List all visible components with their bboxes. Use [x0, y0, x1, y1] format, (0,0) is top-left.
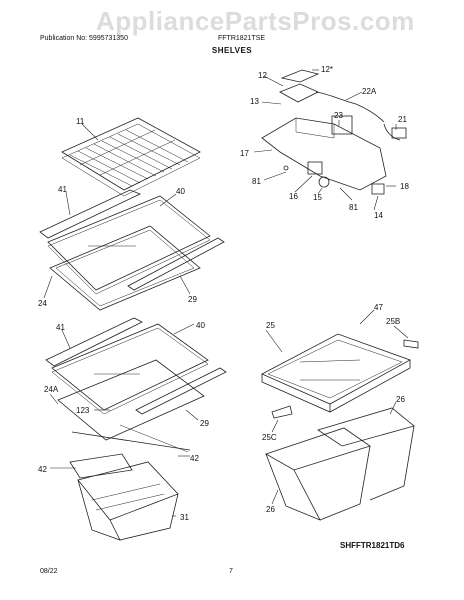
callout-40-a: 40	[176, 187, 185, 196]
footer-date: 08/22	[40, 568, 58, 575]
callout-29-b: 29	[200, 419, 209, 428]
watermark: AppliancePartsPros.com	[96, 6, 415, 36]
callout-47: 47	[374, 303, 383, 312]
callout-21: 21	[398, 115, 407, 124]
callout-25b: 25B	[386, 317, 400, 326]
crisper-drawers-part	[265, 407, 415, 521]
callout-15: 15	[313, 193, 322, 202]
callout-123: 123	[76, 406, 90, 415]
callout-41-a: 41	[58, 185, 67, 194]
callout-81-a: 81	[252, 177, 261, 186]
page-number: 7	[229, 568, 233, 575]
diagram-code: SHFFTR1821TD6	[340, 541, 405, 550]
callout-25: 25	[266, 321, 275, 330]
wire-shelf-part	[61, 117, 201, 197]
control-housing-part	[261, 69, 407, 195]
callout-23: 23	[334, 111, 343, 120]
callout-81-b: 81	[349, 203, 358, 212]
publication-number: Publication No: 5995731350	[40, 35, 128, 42]
callout-13: 13	[250, 97, 259, 106]
callout-42-b: 42	[190, 454, 199, 463]
callout-40-b: 40	[196, 321, 205, 330]
callout-14: 14	[374, 211, 383, 220]
callout-16: 16	[289, 192, 298, 201]
leader-lines	[43, 69, 409, 517]
callout-12: 12	[258, 71, 267, 80]
callout-24: 24	[38, 299, 47, 308]
callout-11: 11	[76, 117, 85, 126]
glass-shelf-lower-part	[45, 317, 227, 453]
callout-18: 18	[400, 182, 409, 191]
crisper-drawer-part	[69, 453, 179, 541]
glass-shelf-upper-part	[39, 189, 225, 311]
callout-24a: 24A	[44, 385, 59, 394]
callout-42-a: 42	[38, 465, 47, 474]
callout-41-b: 41	[56, 323, 65, 332]
model-number: FFTR1821TSE	[218, 35, 266, 42]
section-title: SHELVES	[211, 46, 253, 55]
crisper-cover-part	[261, 333, 419, 419]
callout-17: 17	[240, 149, 249, 158]
callout-29-a: 29	[188, 295, 197, 304]
callout-26-b: 26	[266, 505, 275, 514]
callout-12-star: 12*	[321, 65, 333, 74]
callout-26-a: 26	[396, 395, 405, 404]
callout-25c: 25C	[262, 433, 277, 442]
callout-22a: 22A	[362, 87, 377, 96]
callout-31: 31	[180, 513, 189, 522]
